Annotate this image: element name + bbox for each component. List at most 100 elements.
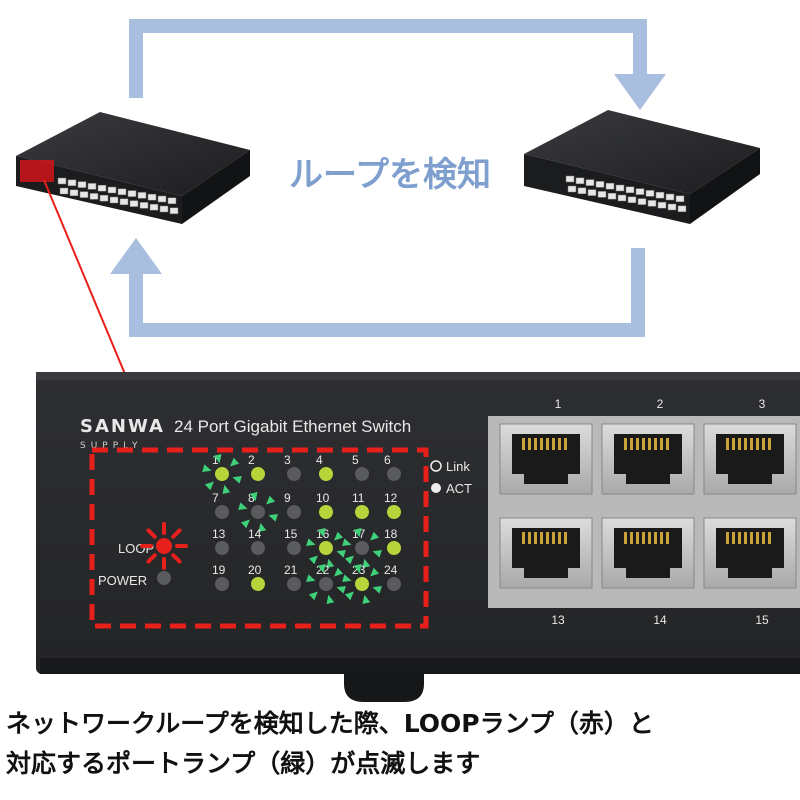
rj45-pin [654, 438, 657, 450]
rj45-pin [540, 532, 543, 544]
switch-illustration-left [16, 112, 250, 224]
port-led [287, 467, 301, 481]
port-blink-ray [230, 457, 240, 467]
port-blink-ray [306, 538, 316, 547]
port-blink-ray [222, 484, 231, 494]
port-led [319, 541, 333, 555]
rj45-pin [732, 438, 735, 450]
port-blink-ray [308, 555, 318, 565]
port-blink-ray [266, 495, 276, 505]
rj45-pin [522, 438, 525, 450]
port-number-label: 2 [248, 453, 255, 467]
mini-port [575, 177, 585, 185]
power-led [157, 571, 171, 585]
port-blink-ray [249, 492, 258, 502]
mini-port [605, 182, 615, 190]
port-number-label: 8 [248, 491, 255, 505]
mini-port [79, 191, 89, 198]
rj45-pin [624, 532, 627, 544]
mini-port [87, 183, 97, 190]
port-blink-ray [326, 558, 335, 568]
port-blink-ray [342, 574, 352, 583]
mini-port [67, 179, 77, 187]
jack-number-bottom: 14 [653, 613, 667, 627]
port-number-label: 10 [316, 491, 330, 505]
mini-port [617, 194, 627, 202]
port-led [387, 467, 401, 481]
caption-line-2: 対応するポートランプ（緑）が点滅します [6, 749, 480, 778]
port-led [215, 577, 229, 591]
port-led [319, 505, 333, 519]
rj45-pin [558, 532, 561, 544]
rj45-pin [522, 532, 525, 544]
rj45-pin [630, 532, 633, 544]
port-blink-ray [213, 454, 222, 464]
rj45-pin [534, 532, 537, 544]
brand-line2: SUPPLY [80, 441, 142, 451]
mini-port [77, 181, 87, 188]
port-blink-ray [344, 591, 354, 601]
loop-indicator-label: LOOP [118, 541, 154, 556]
mini-port [167, 197, 177, 205]
loop-ray [146, 553, 157, 564]
mini-port [647, 200, 657, 207]
port-led [355, 541, 369, 555]
port-number-label: 24 [384, 563, 398, 577]
port-number-label: 18 [384, 527, 398, 541]
port-led [355, 577, 369, 591]
port-blink-ray [353, 564, 362, 574]
top-arrow-head [614, 74, 666, 110]
front-panel: SANWA SUPPLY 24 Port Gigabit Ethernet Sw… [36, 372, 800, 702]
brand-line1: SANWA [80, 416, 165, 437]
rj45-pin [666, 438, 669, 450]
loop-blink-rays [140, 522, 188, 570]
port-led [387, 541, 401, 555]
port-led [387, 577, 401, 591]
mini-port [655, 191, 665, 199]
port-number-label: 1 [212, 453, 219, 467]
port-blink-ray [372, 549, 382, 558]
mini-port [99, 194, 109, 202]
rj45-pin [642, 532, 645, 544]
mini-port [107, 186, 117, 194]
rj45-pin [528, 438, 531, 450]
port-number-label: 3 [284, 453, 291, 467]
mini-port [677, 205, 687, 213]
port-number-label: 20 [248, 563, 262, 577]
mini-port [665, 193, 675, 201]
act-legend-dot [431, 483, 441, 493]
mini-port [137, 192, 147, 199]
power-indicator-label: POWER [98, 573, 147, 588]
rj45-pin [750, 532, 753, 544]
port-led [319, 467, 333, 481]
rubber-foot [344, 674, 424, 702]
port-number-label: 11 [352, 491, 365, 505]
port-blink-ray [258, 522, 267, 532]
port-number-label: 13 [212, 527, 226, 541]
mini-port [117, 188, 127, 196]
mini-port [675, 195, 685, 203]
mini-port [657, 201, 667, 209]
port-led [215, 467, 229, 481]
rj45-pin [756, 532, 759, 544]
rj45-pin [726, 532, 729, 544]
mini-port [149, 203, 159, 211]
port-blink-ray [317, 564, 326, 574]
port-led [319, 577, 333, 591]
mini-port [587, 189, 597, 196]
port-blink-ray [334, 567, 344, 577]
port-blink-ray [306, 574, 316, 583]
mini-port [59, 187, 69, 195]
port-led [355, 505, 369, 519]
rj45-pin [648, 532, 651, 544]
port-blink-ray [336, 549, 346, 558]
rj45-pin [528, 532, 531, 544]
mini-port [567, 185, 577, 193]
rj45-pin [534, 438, 537, 450]
rj45-pin [768, 532, 771, 544]
port-blink-ray [370, 567, 380, 577]
mini-port [119, 198, 129, 206]
port-number-label: 14 [248, 527, 262, 541]
rj45-pin [546, 532, 549, 544]
